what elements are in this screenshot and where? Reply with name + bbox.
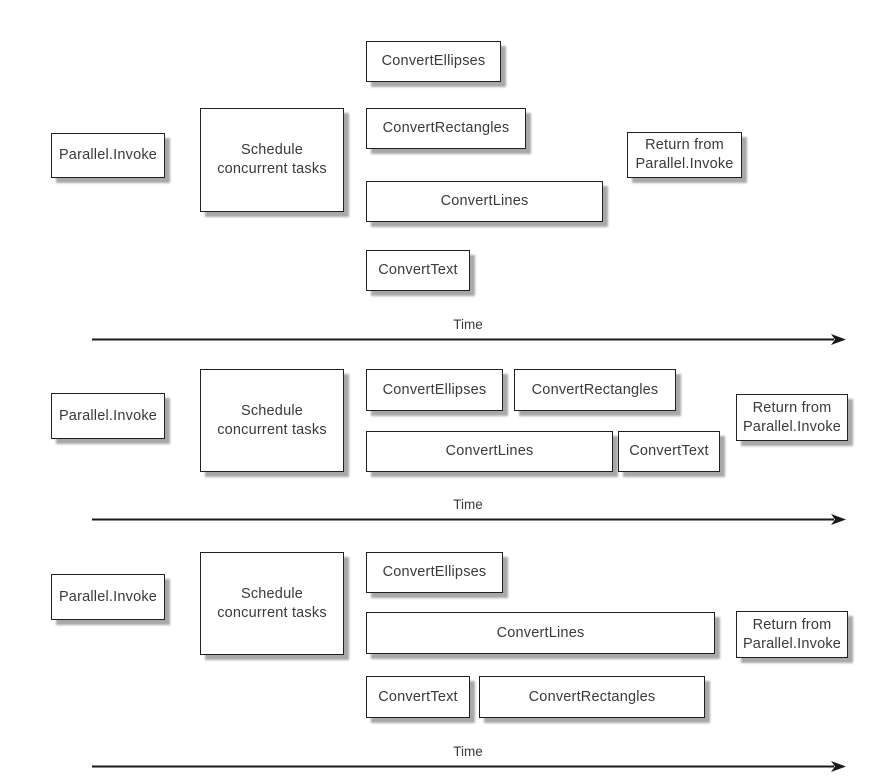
schedule-tasks-box-s2: Schedule concurrent tasks bbox=[200, 369, 344, 472]
box-label: Parallel.Invoke bbox=[58, 147, 158, 163]
box-label-line: Parallel.Invoke bbox=[742, 635, 842, 652]
box-label: ConvertLines bbox=[445, 443, 534, 459]
convert-ellipses-box-s2: ConvertEllipses bbox=[366, 369, 503, 411]
convert-rectangles-box-s3: ConvertRectangles bbox=[479, 676, 705, 718]
box-label: ConvertRectangles bbox=[382, 120, 510, 136]
box-label: Parallel.Invoke bbox=[58, 588, 158, 605]
parallel-invoke-box-s3: Parallel.Invoke bbox=[51, 574, 165, 620]
box-label: ConvertText bbox=[378, 688, 458, 705]
box-label-line: concurrent tasks bbox=[217, 421, 327, 438]
time-arrow-s1 bbox=[92, 334, 846, 345]
box-label-line: Return from bbox=[645, 137, 724, 153]
time-arrow-s3 bbox=[92, 761, 846, 772]
convert-ellipses-box-s3: ConvertEllipses bbox=[366, 552, 503, 593]
parallel-invoke-box-s1: Parallel.Invoke bbox=[51, 133, 165, 178]
schedule-tasks-box-s3: Schedule concurrent tasks bbox=[200, 552, 344, 655]
convert-ellipses-box-s1: ConvertEllipses bbox=[366, 41, 501, 82]
parallel-invoke-box-s2: Parallel.Invoke bbox=[51, 393, 165, 439]
box-label-line: Schedule bbox=[240, 142, 304, 158]
time-arrow-s2 bbox=[92, 514, 846, 525]
box-label-line: Parallel.Invoke bbox=[635, 156, 734, 172]
box-label: ConvertLines bbox=[440, 193, 529, 209]
box-label: ConvertText bbox=[378, 262, 458, 278]
convert-text-box-s3: ConvertText bbox=[366, 676, 470, 718]
return-from-parallel-invoke-box-s2: Return from Parallel.Invoke bbox=[736, 394, 848, 441]
convert-lines-box-s2: ConvertLines bbox=[366, 431, 613, 472]
box-label-line: Schedule bbox=[240, 402, 304, 419]
box-label-line: Schedule bbox=[240, 585, 304, 602]
box-label: ConvertRectangles bbox=[531, 381, 659, 398]
box-label: ConvertText bbox=[629, 443, 709, 459]
box-label: ConvertRectangles bbox=[528, 688, 656, 705]
convert-rectangles-box-s2: ConvertRectangles bbox=[514, 369, 676, 411]
box-label-line: concurrent tasks bbox=[217, 161, 327, 177]
convert-lines-box-s3: ConvertLines bbox=[366, 612, 715, 654]
box-label-line: Return from bbox=[752, 399, 832, 416]
box-label: ConvertEllipses bbox=[382, 564, 487, 580]
time-axis-label-s1: Time bbox=[453, 317, 483, 332]
box-label-line: concurrent tasks bbox=[217, 604, 327, 621]
convert-rectangles-box-s1: ConvertRectangles bbox=[366, 108, 526, 149]
convert-text-box-s1: ConvertText bbox=[366, 250, 470, 291]
time-axis-label-s2: Time bbox=[453, 497, 483, 512]
schedule-tasks-box-s1: Schedule concurrent tasks bbox=[200, 108, 344, 212]
time-axis-label-s3: Time bbox=[453, 744, 483, 759]
box-label: ConvertEllipses bbox=[382, 381, 487, 398]
box-label-line: Parallel.Invoke bbox=[742, 418, 842, 435]
convert-lines-box-s1: ConvertLines bbox=[366, 181, 603, 222]
box-label: ConvertEllipses bbox=[381, 53, 486, 69]
convert-text-box-s2: ConvertText bbox=[618, 431, 720, 472]
return-from-parallel-invoke-box-s1: Return from Parallel.Invoke bbox=[627, 132, 742, 178]
box-label: Parallel.Invoke bbox=[58, 407, 158, 424]
box-label-line: Return from bbox=[752, 616, 832, 633]
return-from-parallel-invoke-box-s3: Return from Parallel.Invoke bbox=[736, 611, 848, 658]
box-label: ConvertLines bbox=[496, 624, 585, 641]
